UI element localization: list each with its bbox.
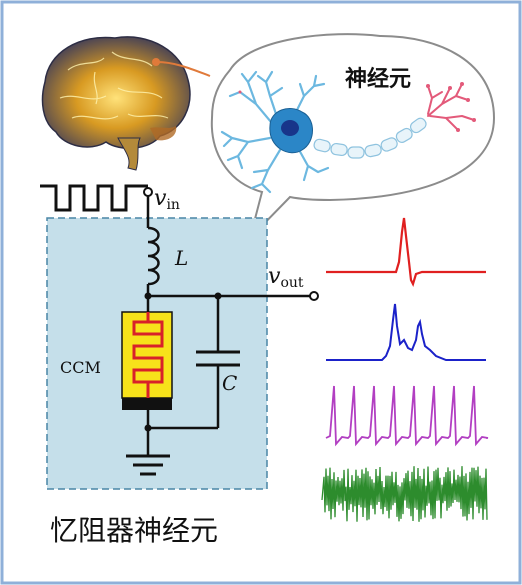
bubble-label: 神经元 — [345, 66, 411, 92]
ccm-device — [121, 311, 173, 410]
brain-image — [41, 36, 191, 171]
input-node — [143, 187, 153, 197]
caption: 忆阻器神经元 — [50, 514, 218, 547]
output-label: vout — [268, 264, 304, 291]
trace-blue — [326, 303, 486, 361]
capacitor-label: C — [222, 371, 237, 395]
output-node — [309, 291, 319, 301]
neuron-icon — [220, 70, 476, 194]
inductor-icon — [147, 226, 160, 286]
trace-red — [326, 217, 486, 287]
ground-icon — [126, 454, 170, 476]
square-wave-icon — [40, 184, 148, 212]
trace-magenta — [325, 385, 489, 447]
brain-to-bubble-connector — [156, 61, 211, 77]
speech-bubble — [210, 33, 496, 242]
junction-bottom — [144, 424, 152, 432]
input-label: vin — [154, 186, 180, 213]
device-label: CCM — [60, 358, 101, 377]
trace-green — [321, 466, 488, 522]
inductor-label: L — [174, 246, 188, 270]
